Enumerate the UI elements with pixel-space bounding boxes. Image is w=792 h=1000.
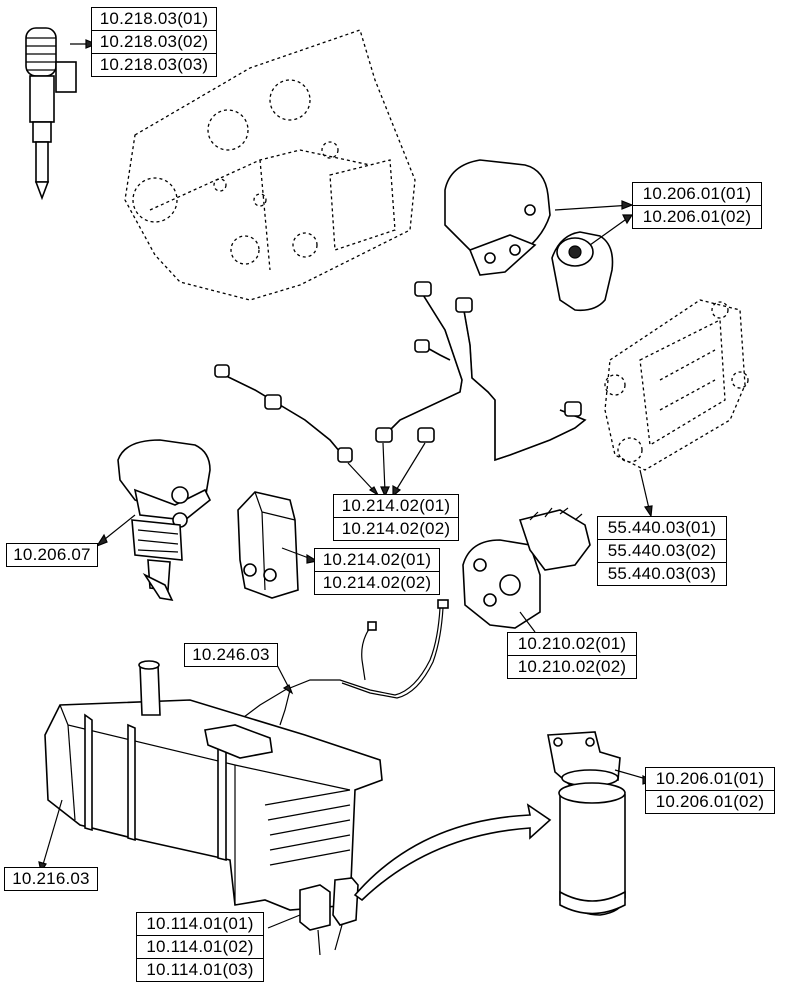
fuel-tank-illustration [38,660,383,911]
injector-ref-box: 10.218.03(01) 10.218.03(02) 10.218.03(03… [91,7,217,77]
engine-block-outline [124,29,416,301]
ref-label[interactable]: 10.210.02(02) [508,655,636,678]
injection-pump-ref-box: 10.210.02(01) 10.210.02(02) [507,632,637,679]
ref-label[interactable]: 10.206.01(01) [655,769,765,788]
tank-sensors-illustration [267,877,359,956]
tank-sensors-ref-box: 10.114.01(01) 10.114.01(02) 10.114.01(03… [136,912,264,982]
ref-label[interactable]: 10.206.01(02) [646,790,774,813]
ref-label[interactable]: 10.114.01(01) [146,914,254,933]
lift-pump-illustration [444,159,634,312]
ref-label[interactable]: 10.214.02(01) [322,550,432,569]
hand-primer-ref-box: 10.206.07 [6,543,98,567]
curved-arrow-illustration [353,803,552,902]
fuel-lines-illustration [214,281,587,498]
harness-illustration [239,599,449,726]
ref-label[interactable]: 10.214.02(02) [315,571,439,594]
harness-ref-box: 10.246.03 [184,643,278,667]
fuel-filter-ref-box: 10.206.01(01) 10.206.01(02) [645,767,775,814]
mounting-frame-ref-box: 55.440.03(01) 55.440.03(02) 55.440.03(03… [597,516,727,586]
ref-label[interactable]: 55.440.03(03) [598,562,726,585]
ref-label[interactable]: 55.440.03(02) [598,539,726,562]
ref-label[interactable]: 10.216.03 [12,869,90,888]
fuel-filter-illustration [547,731,655,916]
ref-label[interactable]: 10.218.03(03) [92,53,216,76]
ref-label[interactable]: 10.114.01(03) [137,958,263,981]
ref-label[interactable]: 10.114.01(02) [137,935,263,958]
ref-label[interactable]: 10.218.03(02) [92,30,216,53]
ref-label[interactable]: 10.218.03(01) [99,9,209,28]
ref-label[interactable]: 10.210.02(01) [517,634,627,653]
ref-label[interactable]: 10.214.02(02) [334,517,458,540]
line-bracket-illustration [237,491,319,599]
hand-primer-illustration [95,439,212,602]
lift-pump-ref-box: 10.206.01(01) 10.206.01(02) [632,182,762,229]
ref-label[interactable]: 10.206.01(01) [642,184,752,203]
ref-label[interactable]: 10.246.03 [192,645,270,664]
mounting-frame-outline [604,299,749,518]
fuel-tank-ref-box: 10.216.03 [4,867,98,891]
fuel-lines-ref-box: 10.214.02(01) 10.214.02(02) [333,494,459,541]
injector-illustration [25,27,98,201]
ref-label[interactable]: 10.214.02(01) [341,496,451,515]
ref-label[interactable]: 10.206.01(02) [633,205,761,228]
ref-label[interactable]: 10.206.07 [13,545,91,564]
ref-label[interactable]: 55.440.03(01) [607,518,717,537]
line-bracket-ref-box: 10.214.02(01) 10.214.02(02) [314,548,440,595]
injection-pump-illustration [462,507,591,633]
